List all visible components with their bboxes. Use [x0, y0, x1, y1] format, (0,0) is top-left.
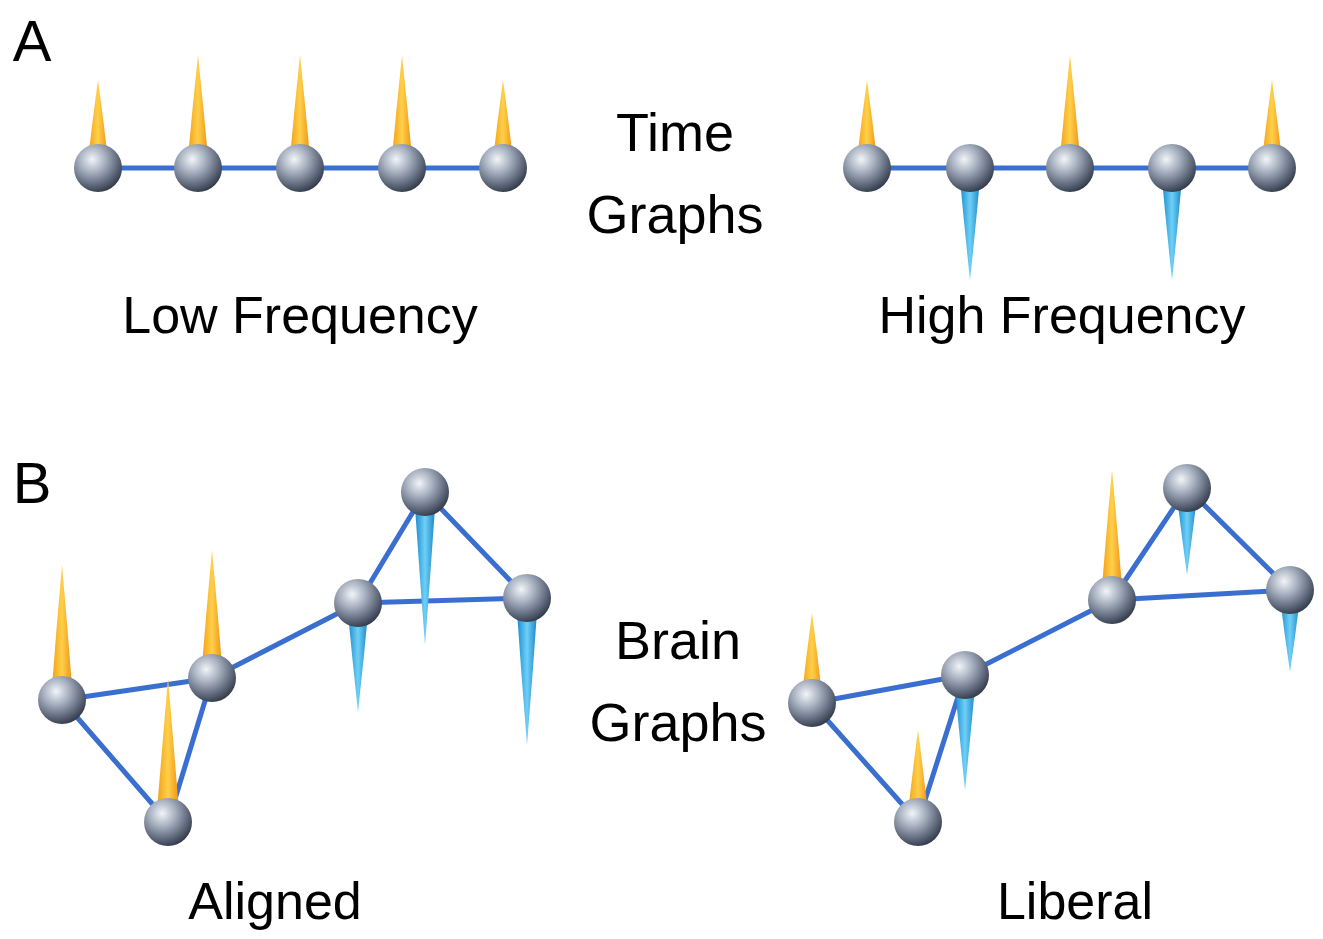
vertex-sphere: [276, 144, 324, 192]
brain-graph-edge: [358, 598, 527, 603]
vertex-sphere: [401, 468, 449, 516]
vertex-sphere: [144, 798, 192, 846]
vertex-sphere: [479, 144, 527, 192]
brain-graph-edge: [212, 603, 358, 678]
vertex-sphere: [1266, 566, 1314, 614]
signal-spikes: [51, 55, 1301, 822]
vertex-sphere: [38, 676, 86, 724]
graph-caption: Liberal: [895, 872, 1255, 930]
graph-caption: High Frequency: [822, 284, 1302, 346]
vertex-sphere: [1046, 144, 1094, 192]
vertex-sphere: [894, 798, 942, 846]
vertex-sphere: [174, 144, 222, 192]
panel-letter: A: [0, 6, 67, 76]
vertex-sphere: [188, 654, 236, 702]
vertex-sphere: [74, 144, 122, 192]
vertex-sphere: [1088, 576, 1136, 624]
vertex-sphere: [788, 679, 836, 727]
brain-graph-edge: [1112, 590, 1290, 600]
vertex-sphere: [1163, 464, 1211, 512]
vertex-sphere: [941, 651, 989, 699]
vertex-sphere: [378, 144, 426, 192]
brain-graph-edge: [62, 700, 168, 822]
vertex-sphere: [843, 144, 891, 192]
panel-letter: B: [0, 448, 67, 518]
graph-caption: Low Frequency: [70, 284, 530, 346]
vertex-sphere: [1248, 144, 1296, 192]
graph-vertices: [38, 144, 1314, 846]
vertex-sphere: [946, 144, 994, 192]
panel-heading: Time Graphs: [565, 91, 785, 255]
vertex-sphere: [503, 574, 551, 622]
brain-graph-edge: [965, 600, 1112, 675]
graph-caption: Aligned: [95, 872, 455, 930]
vertex-sphere: [334, 579, 382, 627]
vertex-sphere: [1148, 144, 1196, 192]
graph-edges: [62, 168, 1290, 822]
panel-heading: Brain Graphs: [568, 599, 788, 763]
